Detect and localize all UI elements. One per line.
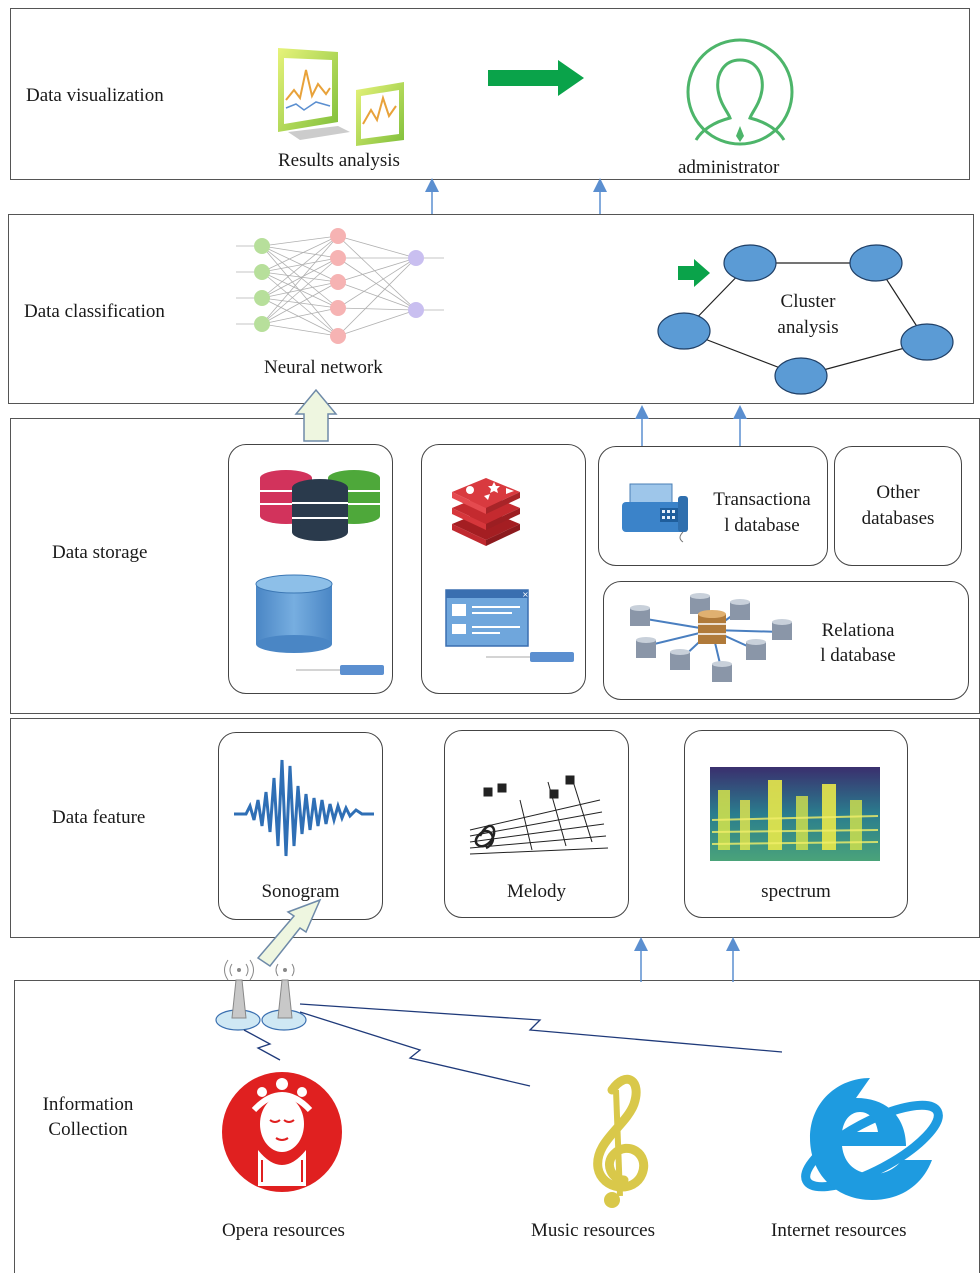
block-arrow-storage-to-neural bbox=[294, 388, 338, 442]
transactional-database-label-line1: Transactiona bbox=[713, 489, 811, 510]
opera-mask-icon bbox=[222, 1072, 342, 1192]
database-cylinder-icon bbox=[255, 574, 384, 675]
results-analysis-label: Results analysis bbox=[278, 150, 400, 171]
svg-text:×: × bbox=[522, 590, 529, 599]
melody-label: Melody bbox=[506, 881, 567, 902]
relational-database-label-line1: Relationa bbox=[821, 620, 895, 641]
layer-label-data-storage: Data storage bbox=[52, 542, 148, 563]
internet-resources-label: Internet resources bbox=[771, 1220, 907, 1241]
monitor-icon bbox=[278, 48, 404, 146]
database-stack-icon bbox=[260, 470, 380, 541]
relational-database-label-line2: l database bbox=[820, 645, 896, 666]
melody-sheet-icon bbox=[469, 775, 609, 855]
up-arrow-storage-2 bbox=[733, 405, 747, 446]
layer-label-data-classification: Data classification bbox=[24, 301, 165, 322]
spectrum-heatmap-icon bbox=[710, 767, 880, 861]
green-arrow-icon bbox=[678, 259, 710, 287]
cluster-node bbox=[657, 312, 711, 350]
up-arrow-collection-2 bbox=[726, 937, 740, 982]
cluster-graph bbox=[657, 244, 954, 395]
green-arrow-icon bbox=[488, 60, 584, 96]
up-arrow-collection-1 bbox=[634, 937, 648, 982]
layer-label-collection-line2: Collection bbox=[48, 1119, 128, 1140]
block-arrow-collection-to-sonogram bbox=[256, 898, 322, 968]
antenna-icon bbox=[215, 959, 307, 1031]
storage-box-relational bbox=[603, 581, 969, 700]
up-arrow-vis-2 bbox=[593, 178, 607, 214]
wireless-links bbox=[243, 1003, 783, 1087]
layer-label-information-line1: Information bbox=[42, 1094, 134, 1115]
other-databases-label-line1: Other bbox=[876, 482, 920, 503]
sonogram-label: Sonogram bbox=[261, 881, 340, 902]
administrator-icon bbox=[686, 38, 794, 146]
cluster-node bbox=[774, 357, 828, 395]
feature-box-melody bbox=[444, 730, 629, 918]
relational-database-icon bbox=[630, 593, 792, 682]
administrator-label: administrator bbox=[678, 157, 780, 178]
neural-network-icon bbox=[236, 228, 444, 344]
internet-explorer-icon bbox=[801, 1078, 943, 1200]
opera-resources-label: Opera resources bbox=[222, 1220, 345, 1241]
up-arrow-vis-1 bbox=[425, 178, 439, 214]
spectrum-label: spectrum bbox=[761, 881, 831, 902]
redis-icon bbox=[452, 478, 520, 546]
neural-network-label: Neural network bbox=[264, 357, 383, 378]
layer-label-data-visualization: Data visualization bbox=[26, 85, 164, 106]
cluster-analysis-label-line1: Cluster bbox=[780, 291, 836, 312]
music-resources-label: Music resources bbox=[531, 1220, 655, 1241]
cluster-analysis-label-line2: analysis bbox=[777, 317, 839, 338]
fax-machine-icon bbox=[622, 483, 688, 543]
other-databases-label-line2: databases bbox=[861, 508, 935, 529]
transactional-database-label-line2: l database bbox=[724, 515, 800, 536]
treble-clef-icon bbox=[593, 1074, 649, 1208]
cluster-node bbox=[849, 244, 903, 282]
up-arrow-storage-1 bbox=[635, 405, 649, 446]
layer-data-visualization bbox=[10, 8, 970, 180]
storage-box-other bbox=[834, 446, 962, 566]
window-app-icon: × bbox=[445, 589, 574, 662]
cluster-node bbox=[900, 323, 954, 361]
cluster-node bbox=[723, 244, 777, 282]
layer-label-data-feature: Data feature bbox=[52, 807, 146, 828]
sonogram-waveform-icon bbox=[234, 759, 374, 857]
